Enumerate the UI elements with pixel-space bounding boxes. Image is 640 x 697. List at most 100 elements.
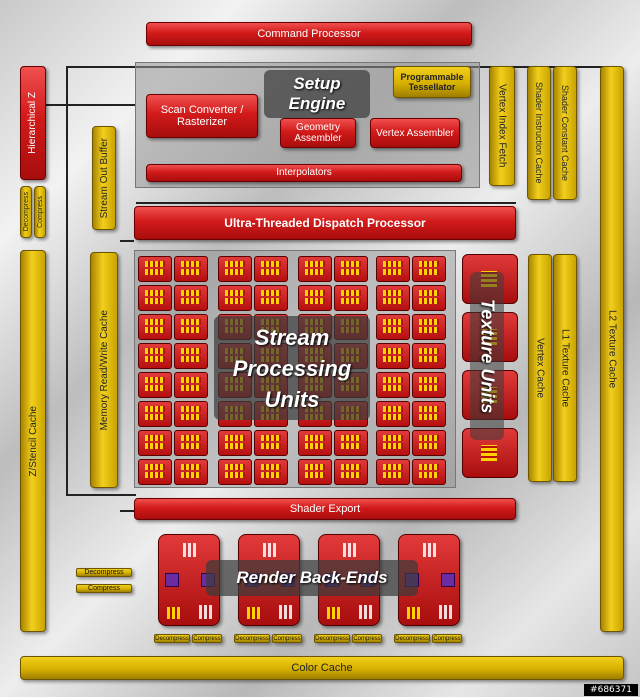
rbe-logic: [439, 605, 453, 619]
hz-decompress: Decompress: [20, 186, 32, 238]
stream-processor-cell: [174, 401, 208, 427]
shader-instruction-cache: Shader Instruction Cache: [527, 66, 551, 200]
rbe-decompress-chip: Decompress: [314, 634, 350, 643]
rbe-decompress-chip: Decompress: [394, 634, 430, 643]
rbe-compress-chip: Compress: [272, 634, 302, 643]
l1-texture-cache: L1 Texture Cache: [553, 254, 577, 482]
stream-processor-cell: [334, 256, 368, 282]
watermark-label: #686371: [590, 685, 632, 695]
shader-export-label: Shader Export: [289, 503, 361, 515]
stream-processor-cell: [298, 459, 332, 485]
rbe-compress-chip: Compress: [352, 634, 382, 643]
l1-texture-cache-label: L1 Texture Cache: [559, 328, 571, 408]
stream-processor-cell: [412, 430, 446, 456]
rbe-alu: [167, 607, 181, 619]
l2-texture-cache: L2 Texture Cache: [600, 66, 624, 632]
stream-processor-cell: [376, 430, 410, 456]
rbe-pixel-unit: [441, 573, 455, 587]
dispatch-label: Ultra-Threaded Dispatch Processor: [224, 216, 426, 230]
stream-processor-cell: [174, 256, 208, 282]
vertex-index-fetch: Vertex Index Fetch: [489, 66, 515, 186]
bus-line-left: [66, 66, 68, 496]
programmable-tessellator: Programmable Tessellator: [393, 66, 471, 98]
stream-processor-cell: [218, 430, 252, 456]
rbe-decompress-chip: Decompress: [234, 634, 270, 643]
shader-constant-cache: Shader Constant Cache: [553, 66, 577, 200]
rbe-compress-chip: Compress: [192, 634, 222, 643]
hz-compress-label: Compress: [36, 196, 44, 228]
geometry-assembler: Geometry Assembler: [280, 118, 356, 148]
stream-processor-cell: [174, 285, 208, 311]
stream-processor-cell: [138, 256, 172, 282]
stream-processor-cell: [254, 256, 288, 282]
stream-processor-cell: [138, 343, 172, 369]
stream-processor-cell: [138, 372, 172, 398]
stream-processor-cell: [218, 256, 252, 282]
rbe-logic: [423, 543, 437, 557]
hierarchical-z: Hierarchical Z: [20, 66, 46, 180]
rbe-logic: [199, 605, 213, 619]
stream-processor-cell: [376, 285, 410, 311]
rbe-logic: [263, 543, 277, 557]
stream-processor-cell: [218, 285, 252, 311]
hz-compress: Compress: [34, 186, 46, 238]
stream-processor-cell: [412, 256, 446, 282]
stream-processor-cell: [376, 314, 410, 340]
stream-processor-cell: [412, 372, 446, 398]
texture-units-label: Texture Units: [477, 298, 498, 414]
stream-processor-cell: [174, 343, 208, 369]
stream-processor-cell: [334, 285, 368, 311]
color-cache-label: Color Cache: [291, 662, 353, 674]
setup-engine-label: Setup Engine: [288, 74, 346, 113]
rbe-decompress: Decompress: [76, 568, 132, 577]
rbe-compress-label: Compress: [88, 585, 120, 592]
rbe-compress-chip-label: Compress: [273, 635, 301, 642]
shader-export: Shader Export: [134, 498, 516, 520]
vertex-cache: Vertex Cache: [528, 254, 552, 482]
render-back-ends-overlay: Render Back-Ends: [206, 560, 418, 596]
rbe-compress-chip-label: Compress: [193, 635, 221, 642]
texture-units-overlay: Texture Units: [470, 272, 504, 440]
mem-export-connector: [120, 510, 140, 512]
l2-texture-cache-label: L2 Texture Cache: [606, 309, 618, 389]
z-stencil-cache-label: Z/Stencil Cache: [27, 405, 39, 477]
stream-processor-cell: [174, 459, 208, 485]
stream-processor-cell: [138, 285, 172, 311]
hierarchical-z-label: Hierarchical Z: [27, 92, 38, 154]
stream-processor-cell: [412, 459, 446, 485]
color-cache: Color Cache: [20, 656, 624, 680]
stream-processor-cell: [254, 285, 288, 311]
stream-processor-cell: [412, 343, 446, 369]
stream-processor-cell: [412, 401, 446, 427]
rbe-logic: [183, 543, 197, 557]
rbe-logic: [343, 543, 357, 557]
hz-connector: [46, 104, 136, 106]
rbe-decompress-chip-label: Decompress: [395, 635, 429, 642]
vertex-assembler-label: Vertex Assembler: [376, 127, 454, 139]
stream-processor-cell: [412, 285, 446, 311]
rbe-decompress-chip-label: Decompress: [235, 635, 269, 642]
stream-processor-cell: [174, 314, 208, 340]
command-processor: Command Processor: [146, 22, 472, 46]
rbe-compress-chip: Compress: [432, 634, 462, 643]
ultra-threaded-dispatch-processor: Ultra-Threaded Dispatch Processor: [134, 206, 516, 240]
rbe-logic: [279, 605, 293, 619]
stream-processor-cell: [298, 430, 332, 456]
programmable-tessellator-label: Programmable Tessellator: [400, 72, 464, 92]
memory-rw-cache-label: Memory Read/Write Cache: [98, 309, 110, 431]
vertex-assembler: Vertex Assembler: [370, 118, 460, 148]
memory-read-write-cache: Memory Read/Write Cache: [90, 252, 118, 488]
rbe-decompress-chip-label: Decompress: [155, 635, 189, 642]
stream-processor-cell: [376, 372, 410, 398]
stream-processor-cell: [376, 401, 410, 427]
stream-processing-units-label: Stream Processing Units: [232, 324, 352, 412]
vertex-index-fetch-label: Vertex Index Fetch: [496, 84, 508, 168]
stream-processor-cell: [174, 430, 208, 456]
watermark: #686371: [584, 684, 638, 696]
stream-processor-cell: [218, 459, 252, 485]
dispatch-feed-line: [136, 202, 516, 204]
rbe-logic: [359, 605, 373, 619]
vertex-cache-label: Vertex Cache: [534, 337, 546, 399]
interpolators: Interpolators: [146, 164, 462, 182]
